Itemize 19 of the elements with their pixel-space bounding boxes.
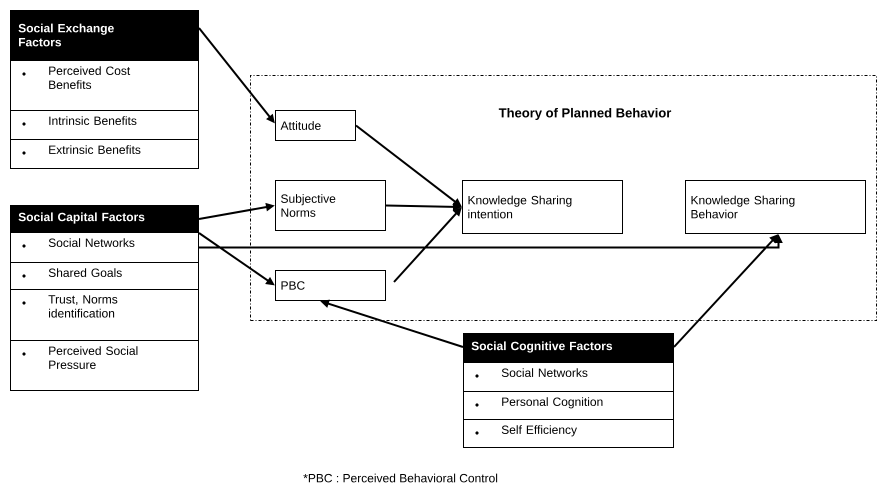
table-row: Personal Cognition bbox=[463, 391, 674, 420]
footnote: *PBC : Perceived Behavioral Control bbox=[303, 474, 498, 482]
table-row: Intrinsic Benefits bbox=[10, 110, 199, 140]
table-row: Self Efficiency bbox=[463, 419, 674, 448]
table-row: Perceived Social Pressure bbox=[10, 340, 199, 391]
table-header: Social Capital Factors bbox=[10, 205, 199, 233]
table-row: Extrinsic Benefits bbox=[10, 139, 199, 169]
process-box: Subjective Norms bbox=[275, 180, 386, 231]
process-box: Knowledge Sharing intention bbox=[462, 180, 623, 234]
process-box: Attitude bbox=[275, 110, 356, 141]
table-header: Social Cognitive Factors bbox=[463, 333, 674, 363]
table-row: Perceived Cost Benefits bbox=[10, 60, 199, 111]
table-row: Social Networks bbox=[463, 362, 674, 392]
table-row: Shared Goals bbox=[10, 262, 199, 290]
process-box: Knowledge Sharing Behavior bbox=[685, 180, 866, 234]
table-header: Social Exchange Factors bbox=[10, 10, 199, 61]
table-row: Social Networks bbox=[10, 232, 199, 263]
process-box: PBC bbox=[275, 270, 386, 301]
table-row: Trust, Norms identification bbox=[10, 289, 199, 341]
